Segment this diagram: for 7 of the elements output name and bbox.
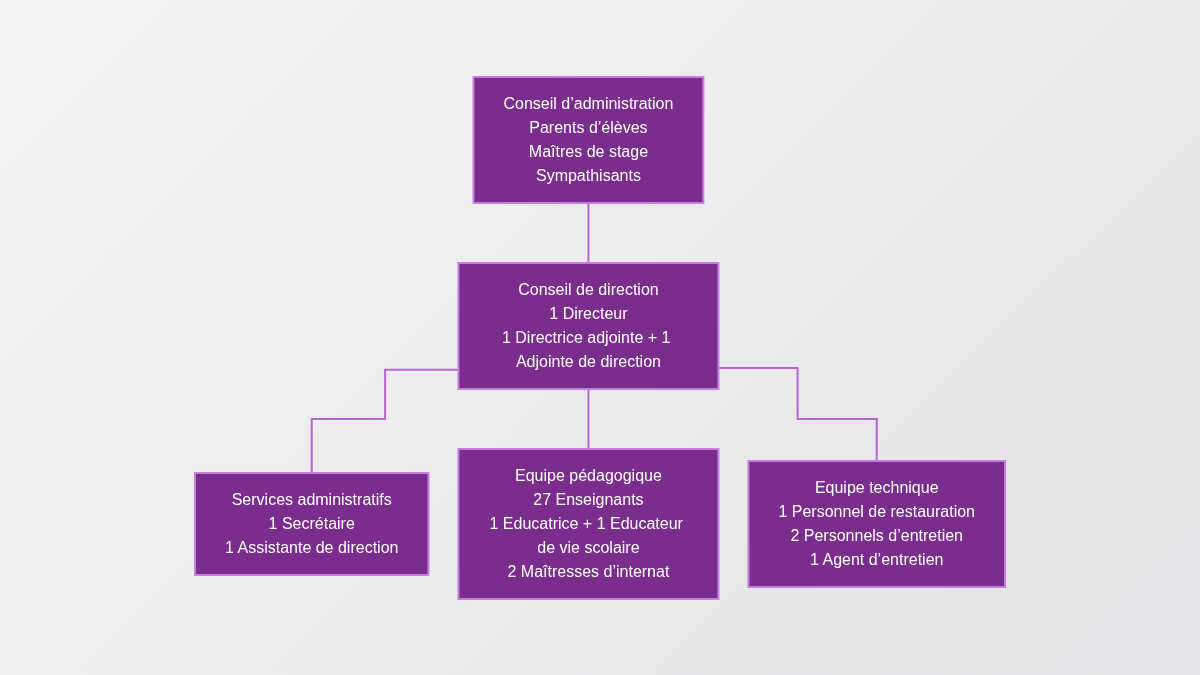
connector [587, 201, 590, 264]
connector [587, 387, 590, 450]
node-box: Conseil d’administration Parents d’élèves Maîtres de stage Sympathisants [472, 75, 705, 204]
node-box: Services administratifs 1 Secrétaire 1 Assistante de direction [194, 471, 430, 576]
node-box: Equipe technique 1 Personnel de restauration 2 Personnels d’entretien 1 Agent d’entretien [747, 459, 1006, 588]
node-box: Conseil de direction 1 Directeur 1 Directrice adjointe + 1 Adjointe de direction [457, 261, 720, 390]
node-box: Equipe pédagogique 27 Enseignants 1 Educatrice + 1 Educateur de vie scolaire 2 Maîtresses d’internat [457, 447, 720, 600]
